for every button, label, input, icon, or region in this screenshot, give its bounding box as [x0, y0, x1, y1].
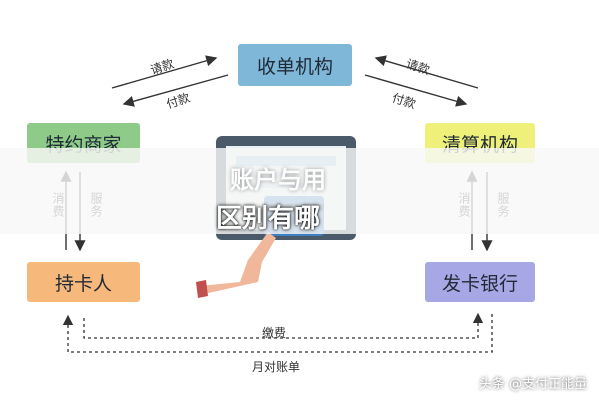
arrow-acquirer-to-clearing [364, 74, 468, 107]
edge-label-issuer-to-cardholder: 月对账单 [252, 360, 301, 374]
arrow-issuer-to-cardholder [62, 314, 493, 353]
overlay-subtitle: 区别有哪 [216, 204, 321, 234]
edge-label-cardholder-to-issuer: 缴费 [262, 326, 287, 340]
arrow-cardholder-to-issuer [83, 312, 484, 339]
node-acquirer: 收单机构 [238, 44, 352, 86]
overlay-band [0, 148, 599, 234]
node-issuer-label: 发卡银行 [441, 272, 518, 295]
node-issuer: 发卡银行 [425, 262, 535, 302]
arrow-clearing-to-acquirer [374, 55, 479, 89]
node-cardholder: 持卡人 [27, 262, 140, 302]
arrow-acquirer-to-merchant [122, 74, 229, 107]
node-cardholder-label: 持卡人 [54, 272, 112, 295]
arrow-merchant-to-acquirer [111, 55, 218, 89]
hand-icon [196, 232, 276, 298]
watermark: 头条 @支付正能量 [478, 377, 587, 392]
overlay-title: 账户与用 [230, 166, 326, 194]
node-acquirer-label: 收单机构 [256, 55, 333, 78]
